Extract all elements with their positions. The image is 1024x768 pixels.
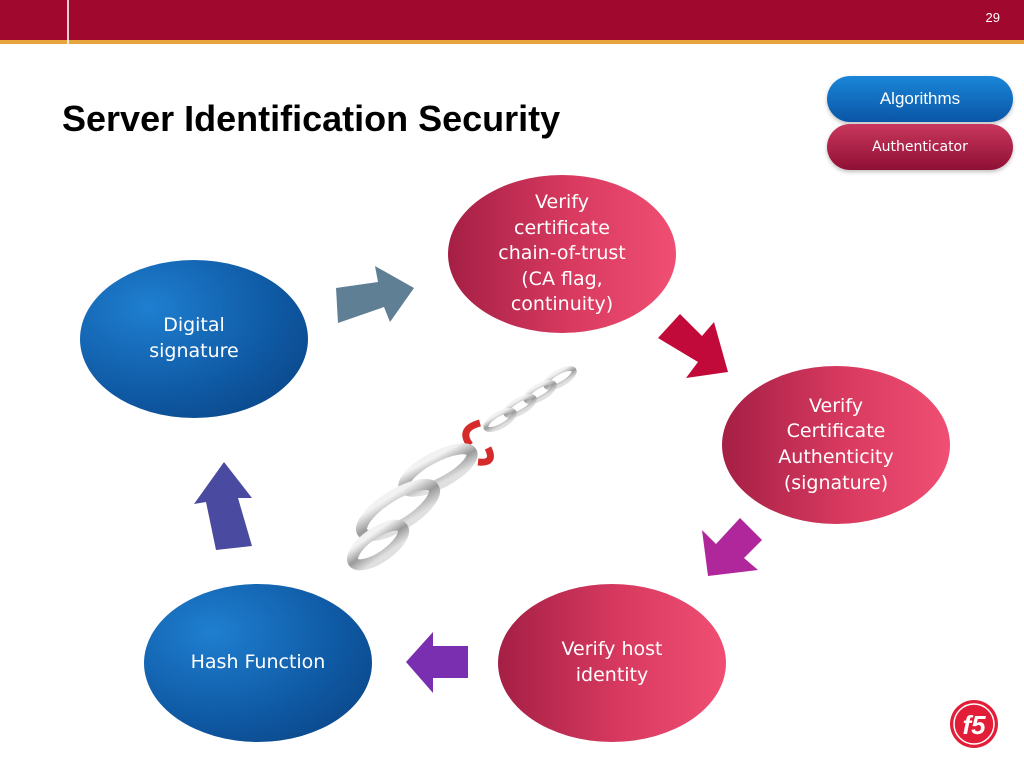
hash-function-label: Hash Function xyxy=(190,651,326,674)
arrow-left xyxy=(406,632,468,693)
hash-function-node: Hash Function xyxy=(144,584,372,742)
certificate-authenticity-label: Verify Certificate Authenticity (signatu… xyxy=(778,394,894,494)
arrow-down-left xyxy=(702,518,762,576)
page-number: 29 xyxy=(985,10,1000,25)
authenticator-tag: Authenticator xyxy=(827,124,1013,170)
broken-chain-icon xyxy=(346,365,577,571)
algorithms-tag: Algorithms xyxy=(827,76,1013,122)
header-accent-line xyxy=(0,40,1024,44)
header-bar xyxy=(0,0,1024,40)
certificate-authenticity-node: Verify Certificate Authenticity (signatu… xyxy=(722,366,950,524)
slide-title: Server Identification Security xyxy=(62,98,561,139)
f5-logo: f5 xyxy=(950,700,998,748)
host-identity-node: Verify host identity xyxy=(498,584,726,742)
digital-signature-label: Digital signature xyxy=(149,314,239,362)
arrow-right xyxy=(336,266,414,323)
host-identity-label: Verify host identity xyxy=(561,638,663,686)
arrow-down-right xyxy=(658,314,728,378)
arrow-up xyxy=(194,462,252,550)
digital-signature-node: Digital signature xyxy=(80,260,308,418)
svg-text:f5: f5 xyxy=(962,710,986,740)
chain-of-trust-node: Verify certificate chain-of-trust (CA fl… xyxy=(448,175,676,333)
header-divider xyxy=(67,0,69,44)
chain-of-trust-label: Verify certificate chain-of-trust (CA fl… xyxy=(498,190,626,316)
